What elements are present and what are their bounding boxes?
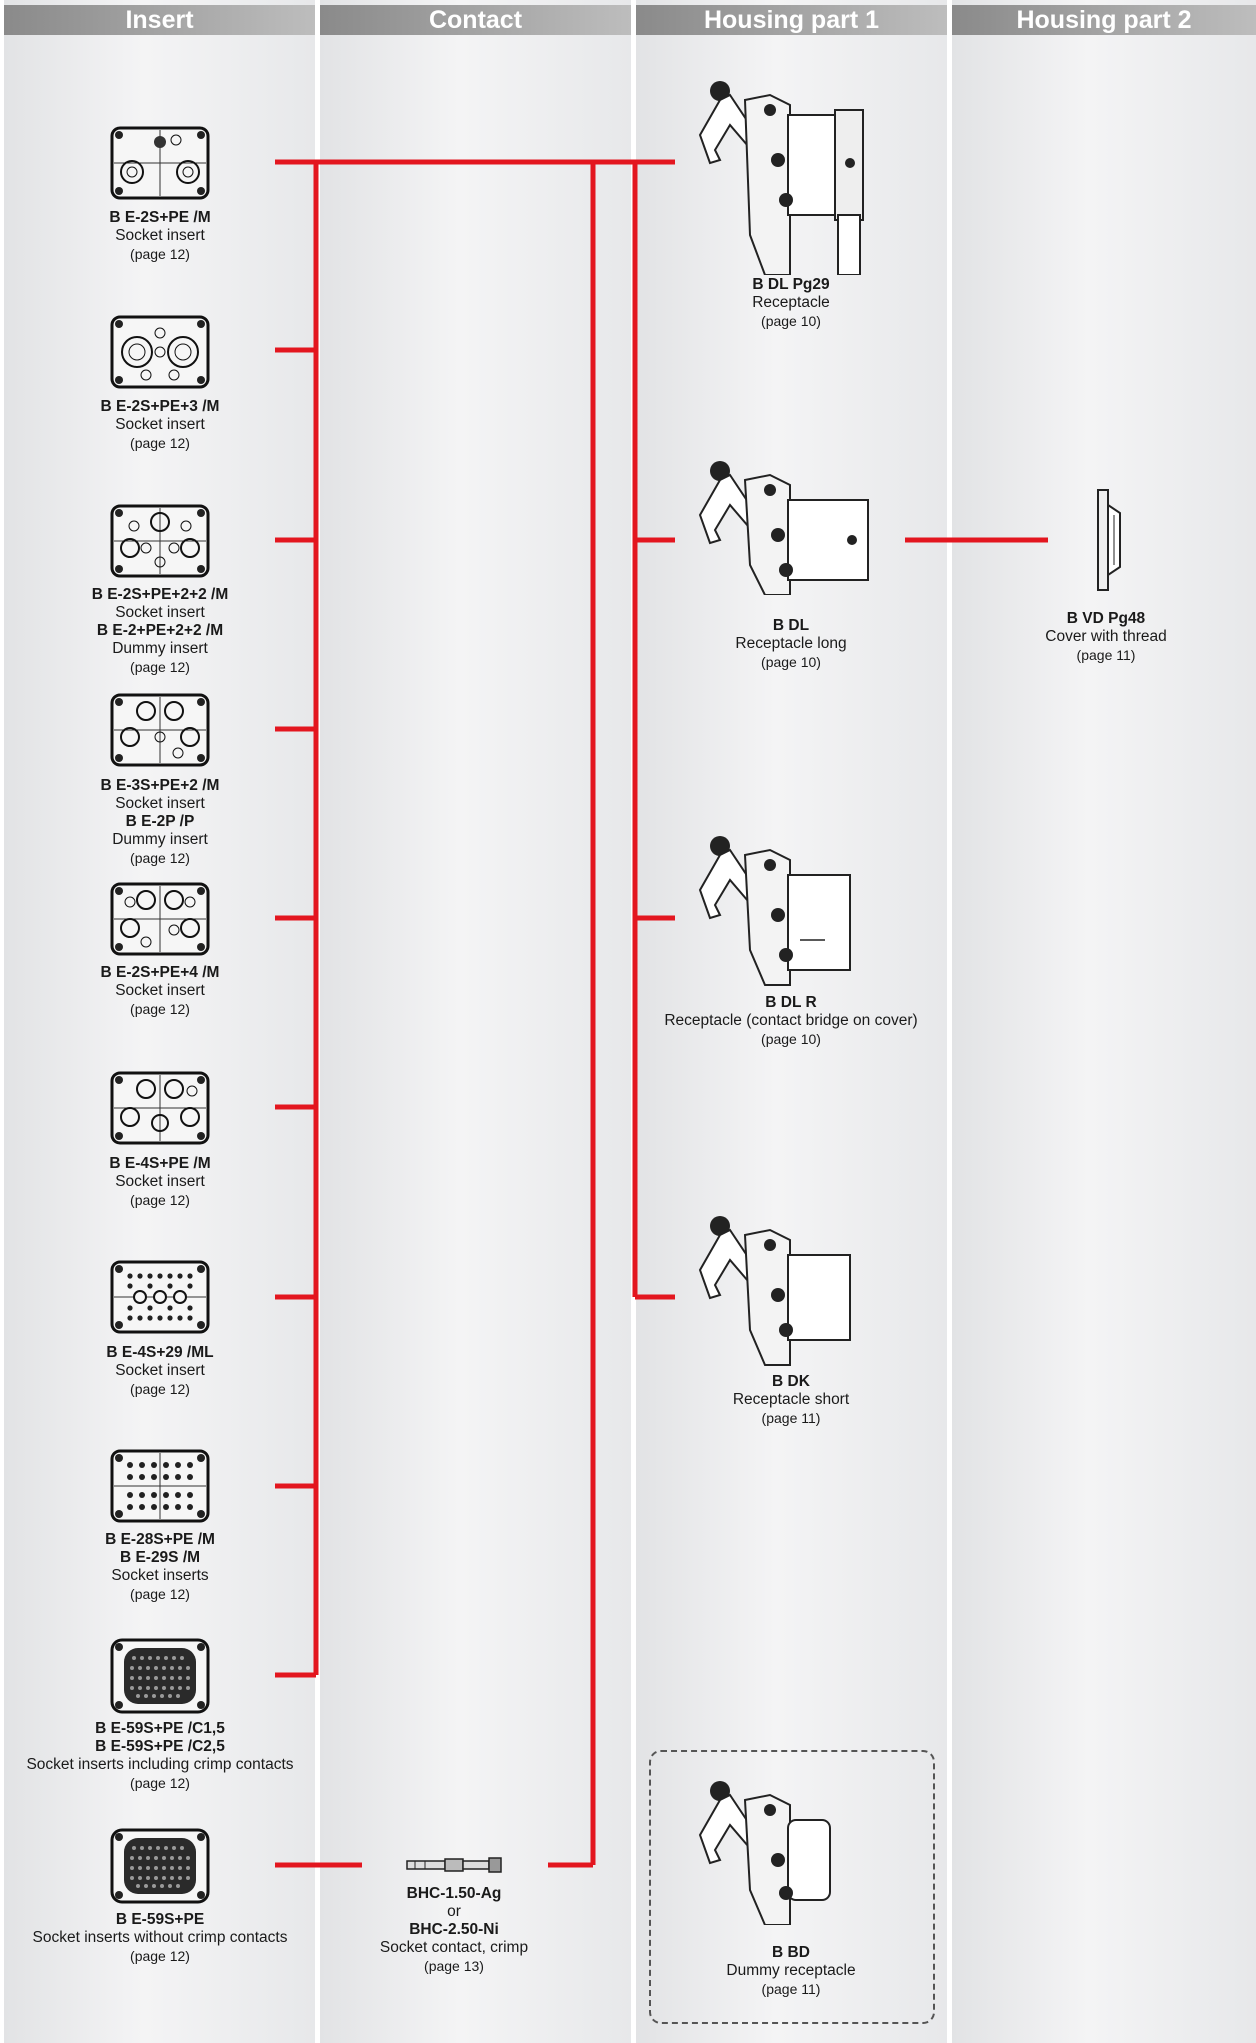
insert-28s-pe-icon xyxy=(110,1449,210,1523)
contact-label: BHC-1.50-Ag or BHC-2.50-Ni Socket contac… xyxy=(294,1885,614,1975)
insert-3s-pe-2-icon xyxy=(110,693,210,767)
insert-59s-pe-crimp-icon xyxy=(110,1638,210,1714)
insert-2s-pe-2-2-icon xyxy=(110,504,210,578)
crimp-contact-icon xyxy=(405,1855,505,1875)
insert-2s-pe-4-icon xyxy=(110,882,210,956)
housing-b-dk-icon xyxy=(690,1210,890,1370)
cover-b-vd-pg48-icon xyxy=(1090,485,1130,595)
insert-2s-pe-icon xyxy=(110,126,210,200)
insert-4s-29-icon xyxy=(110,1260,210,1334)
insert-2s-pe-3-icon xyxy=(110,315,210,389)
housing-b-dl-r-icon xyxy=(690,830,890,990)
housing-b-dl-pg29-icon xyxy=(690,75,890,275)
insert-59s-pe-icon xyxy=(110,1828,210,1904)
housing-b-dl-icon xyxy=(690,455,890,595)
insert-4s-pe-icon xyxy=(110,1071,210,1145)
